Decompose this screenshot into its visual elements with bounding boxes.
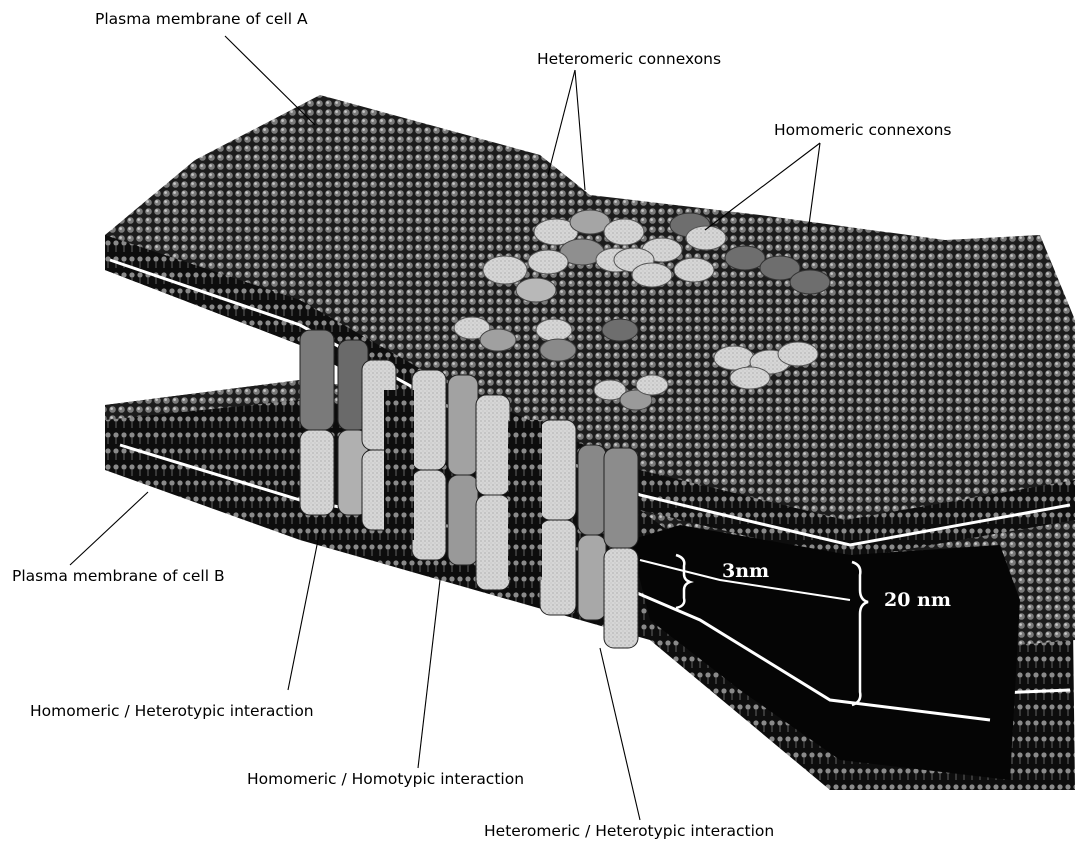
heteromeric-heterotypic-label: Heteromeric / Heterotypic interaction [484,822,774,840]
homomeric-homotypic-label: Homomeric / Homotypic interaction [247,770,524,788]
homomeric-heterotypic-label: Homomeric / Heterotypic interaction [30,702,314,720]
total-measurement: 20 nm [884,589,951,611]
cell-a-label: Plasma membrane of cell A [95,10,308,28]
homomeric-connexons-label: Homomeric connexons [774,121,951,139]
cell-b-label: Plasma membrane of cell B [12,567,225,585]
heteromeric-connexons-label: Heteromeric connexons [537,50,721,68]
gap-measurement: 3nm [722,560,769,582]
